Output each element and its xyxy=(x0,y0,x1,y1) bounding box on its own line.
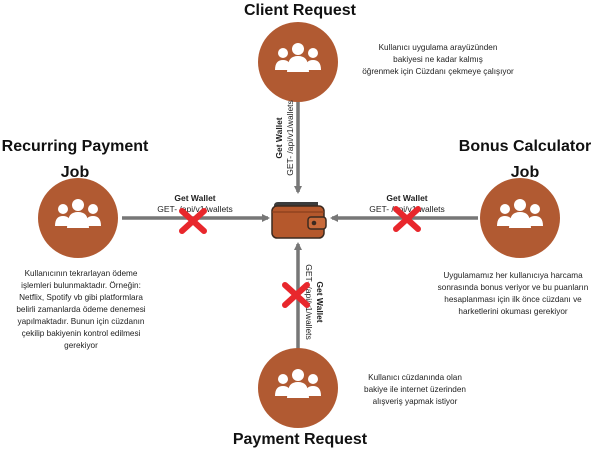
desc-line: yapılmaktadır. Bunun için cüzdanın xyxy=(17,317,145,326)
top-edge-title: Get Wallet xyxy=(274,117,284,159)
desc-line: Kullanıcı cüzdanında olan xyxy=(368,373,462,382)
left-edge-title: Get Wallet xyxy=(174,193,216,203)
recurring-payment-node xyxy=(38,178,118,258)
client-request-description: Kullanıcı uygulama arayüzünden bakiyesi … xyxy=(338,42,538,78)
bonus-calculator-node xyxy=(480,178,560,258)
desc-line: öğrenmek için Cüzdanı çekmeye çalışıyor xyxy=(362,67,514,76)
desc-line: harketlerini okuması gerekiyor xyxy=(458,307,568,316)
left-edge-label: Get Wallet GET- /api/v1/wallets xyxy=(140,193,250,215)
desc-line: işlemleri bulunmaktadır. Örneğin: xyxy=(21,281,141,290)
desc-line: hesaplanması için ilk önce cüzdanı ve xyxy=(444,295,582,304)
desc-line: belirli zamanlarda ödeme denemesi xyxy=(16,305,146,314)
bottom-edge-title: Get Wallet xyxy=(315,281,325,323)
right-edge-label: Get Wallet GET- /api/v1/wallets xyxy=(352,193,462,215)
payment-request-node xyxy=(258,348,338,428)
desc-line: çekilip bakiyenin kontrol edilmesi xyxy=(21,329,141,338)
cross-icon xyxy=(393,206,421,232)
wallet-icon xyxy=(271,202,327,239)
users-group-icon xyxy=(497,199,543,228)
bonus-title-line-1: Bonus Calculator xyxy=(458,138,592,155)
left-edge-path: GET- /api/v1/wallets xyxy=(157,204,233,214)
right-edge-path: GET- /api/v1/wallets xyxy=(369,204,445,214)
desc-line: gerekiyor xyxy=(64,341,98,350)
users-group-icon xyxy=(55,199,101,228)
client-request-node xyxy=(258,22,338,102)
client-request-title: Client Request xyxy=(243,2,356,19)
desc-line: bakiyesi ne kadar kalmış xyxy=(393,55,483,64)
desc-line: alışveriş yapmak istiyor xyxy=(372,397,458,406)
top-edge-label: Get Wallet GET- /api/v1/wallets xyxy=(274,83,296,193)
desc-line: sonrasında bonus veriyor ve bu puanların xyxy=(437,283,589,292)
desc-line: Netflix, Spotify vb gibi platformlara xyxy=(19,293,143,302)
recurring-payment-title: Recurring Payment Job xyxy=(0,136,150,184)
desc-line: Uygulamamız her kullanıcıya harcama xyxy=(443,271,583,280)
users-group-icon xyxy=(275,369,321,398)
desc-line: Kullanıcının tekrarlayan ödeme xyxy=(24,269,138,278)
recurring-payment-description: Kullanıcının tekrarlayan ödeme işlemleri… xyxy=(2,268,160,352)
cross-icon xyxy=(282,282,310,308)
desc-line: bakiye ile internet üzerinden xyxy=(364,385,466,394)
users-group-icon xyxy=(275,43,321,72)
desc-line: Kullanıcı uygulama arayüzünden xyxy=(378,43,498,52)
payment-request-description: Kullanıcı cüzdanında olan bakiye ile int… xyxy=(340,372,490,408)
bonus-calculator-title: Bonus Calculator Job xyxy=(450,136,600,184)
recurring-title-line-2: Job xyxy=(60,164,90,181)
bonus-title-line-2: Job xyxy=(510,164,540,181)
top-edge-path: GET- /api/v1/wallets xyxy=(285,100,295,176)
right-edge-title: Get Wallet xyxy=(386,193,428,203)
cross-icon xyxy=(179,208,207,234)
payment-request-title: Payment Request xyxy=(232,431,368,448)
bonus-calculator-description: Uygulamamız her kullanıcıya harcama sonr… xyxy=(428,270,598,318)
recurring-title-line-1: Recurring Payment xyxy=(1,138,149,155)
